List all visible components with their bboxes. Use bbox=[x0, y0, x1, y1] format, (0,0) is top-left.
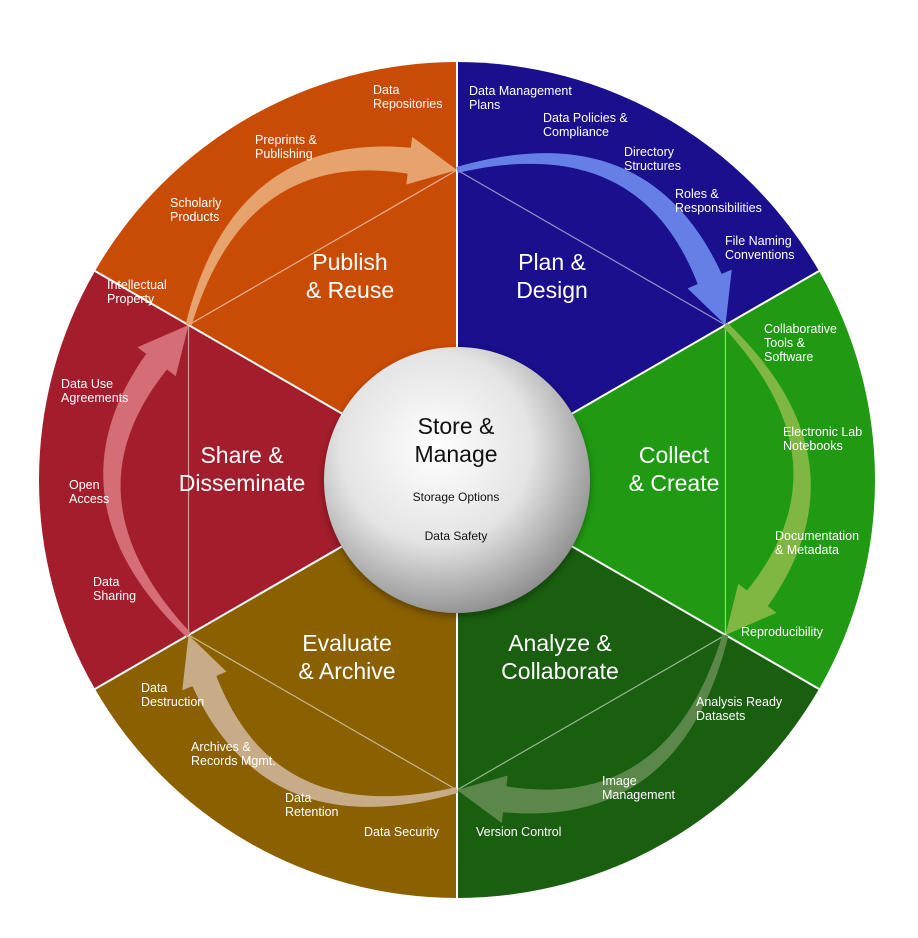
stage-title-line: & Reuse bbox=[306, 277, 394, 303]
ring-item: Documentation& Metadata bbox=[775, 529, 859, 557]
stage-title-plan: Plan & Design bbox=[516, 249, 588, 303]
stage-title-evaluate: Evaluate & Archive bbox=[298, 630, 395, 684]
stage-title-line: Publish bbox=[312, 249, 387, 275]
ring-item: Reproducibility bbox=[741, 625, 824, 639]
arrow-analyze-to-evaluate bbox=[457, 634, 729, 824]
stage-title-publish: Publish & Reuse bbox=[306, 249, 394, 303]
arrow-share-to-publish bbox=[103, 325, 191, 638]
center-title: Store & Manage bbox=[414, 413, 497, 467]
ring-item: Data Policies &Compliance bbox=[543, 111, 628, 139]
ring-item: Roles &Responsibilities bbox=[675, 187, 762, 215]
stage-title-share: Share & Disseminate bbox=[179, 442, 306, 496]
arrow-collect-to-analyze bbox=[723, 322, 811, 635]
stage-title-line: Design bbox=[516, 277, 588, 303]
stage-title-line: Disseminate bbox=[179, 470, 306, 496]
ring-item: Version Control bbox=[476, 825, 561, 839]
stage-title-line: Collect bbox=[639, 442, 710, 468]
center-item-storage-options: Storage Options bbox=[413, 490, 500, 504]
stage-title-line: Analyze & bbox=[508, 630, 612, 656]
arrow-evaluate-to-share bbox=[182, 635, 458, 807]
hexagon-edge bbox=[188, 169, 458, 326]
center-item-data-safety: Data Safety bbox=[425, 529, 488, 543]
ring-item: Data Security bbox=[364, 825, 440, 839]
stage-title-line: & Create bbox=[629, 470, 720, 496]
hexagon-edge bbox=[188, 634, 458, 791]
inner-segment-collect bbox=[457, 325, 726, 635]
stage-title-collect: Collect & Create bbox=[629, 442, 720, 496]
inner-segment-share bbox=[188, 325, 457, 635]
center-title-line: Manage bbox=[414, 441, 497, 467]
cycle-arrows bbox=[103, 136, 811, 824]
stage-title-line: Collaborate bbox=[501, 658, 619, 684]
center-title-line: Store & bbox=[418, 413, 495, 439]
hexagon-edge bbox=[456, 634, 726, 791]
ring-item: Preprints &Publishing bbox=[255, 133, 317, 161]
ring-item: Archives &Records Mgmt. bbox=[191, 740, 276, 768]
stage-title-line: Evaluate bbox=[302, 630, 392, 656]
hexagon-edge bbox=[456, 169, 726, 326]
arrow-publish-to-plan bbox=[185, 136, 457, 326]
arrow-plan-to-collect bbox=[456, 153, 732, 325]
center-hub bbox=[324, 347, 590, 613]
stage-title-line: Share & bbox=[200, 442, 283, 468]
stage-title-analyze: Analyze & Collaborate bbox=[501, 630, 619, 684]
stage-title-line: & Archive bbox=[298, 658, 395, 684]
stage-title-line: Plan & bbox=[518, 249, 586, 275]
